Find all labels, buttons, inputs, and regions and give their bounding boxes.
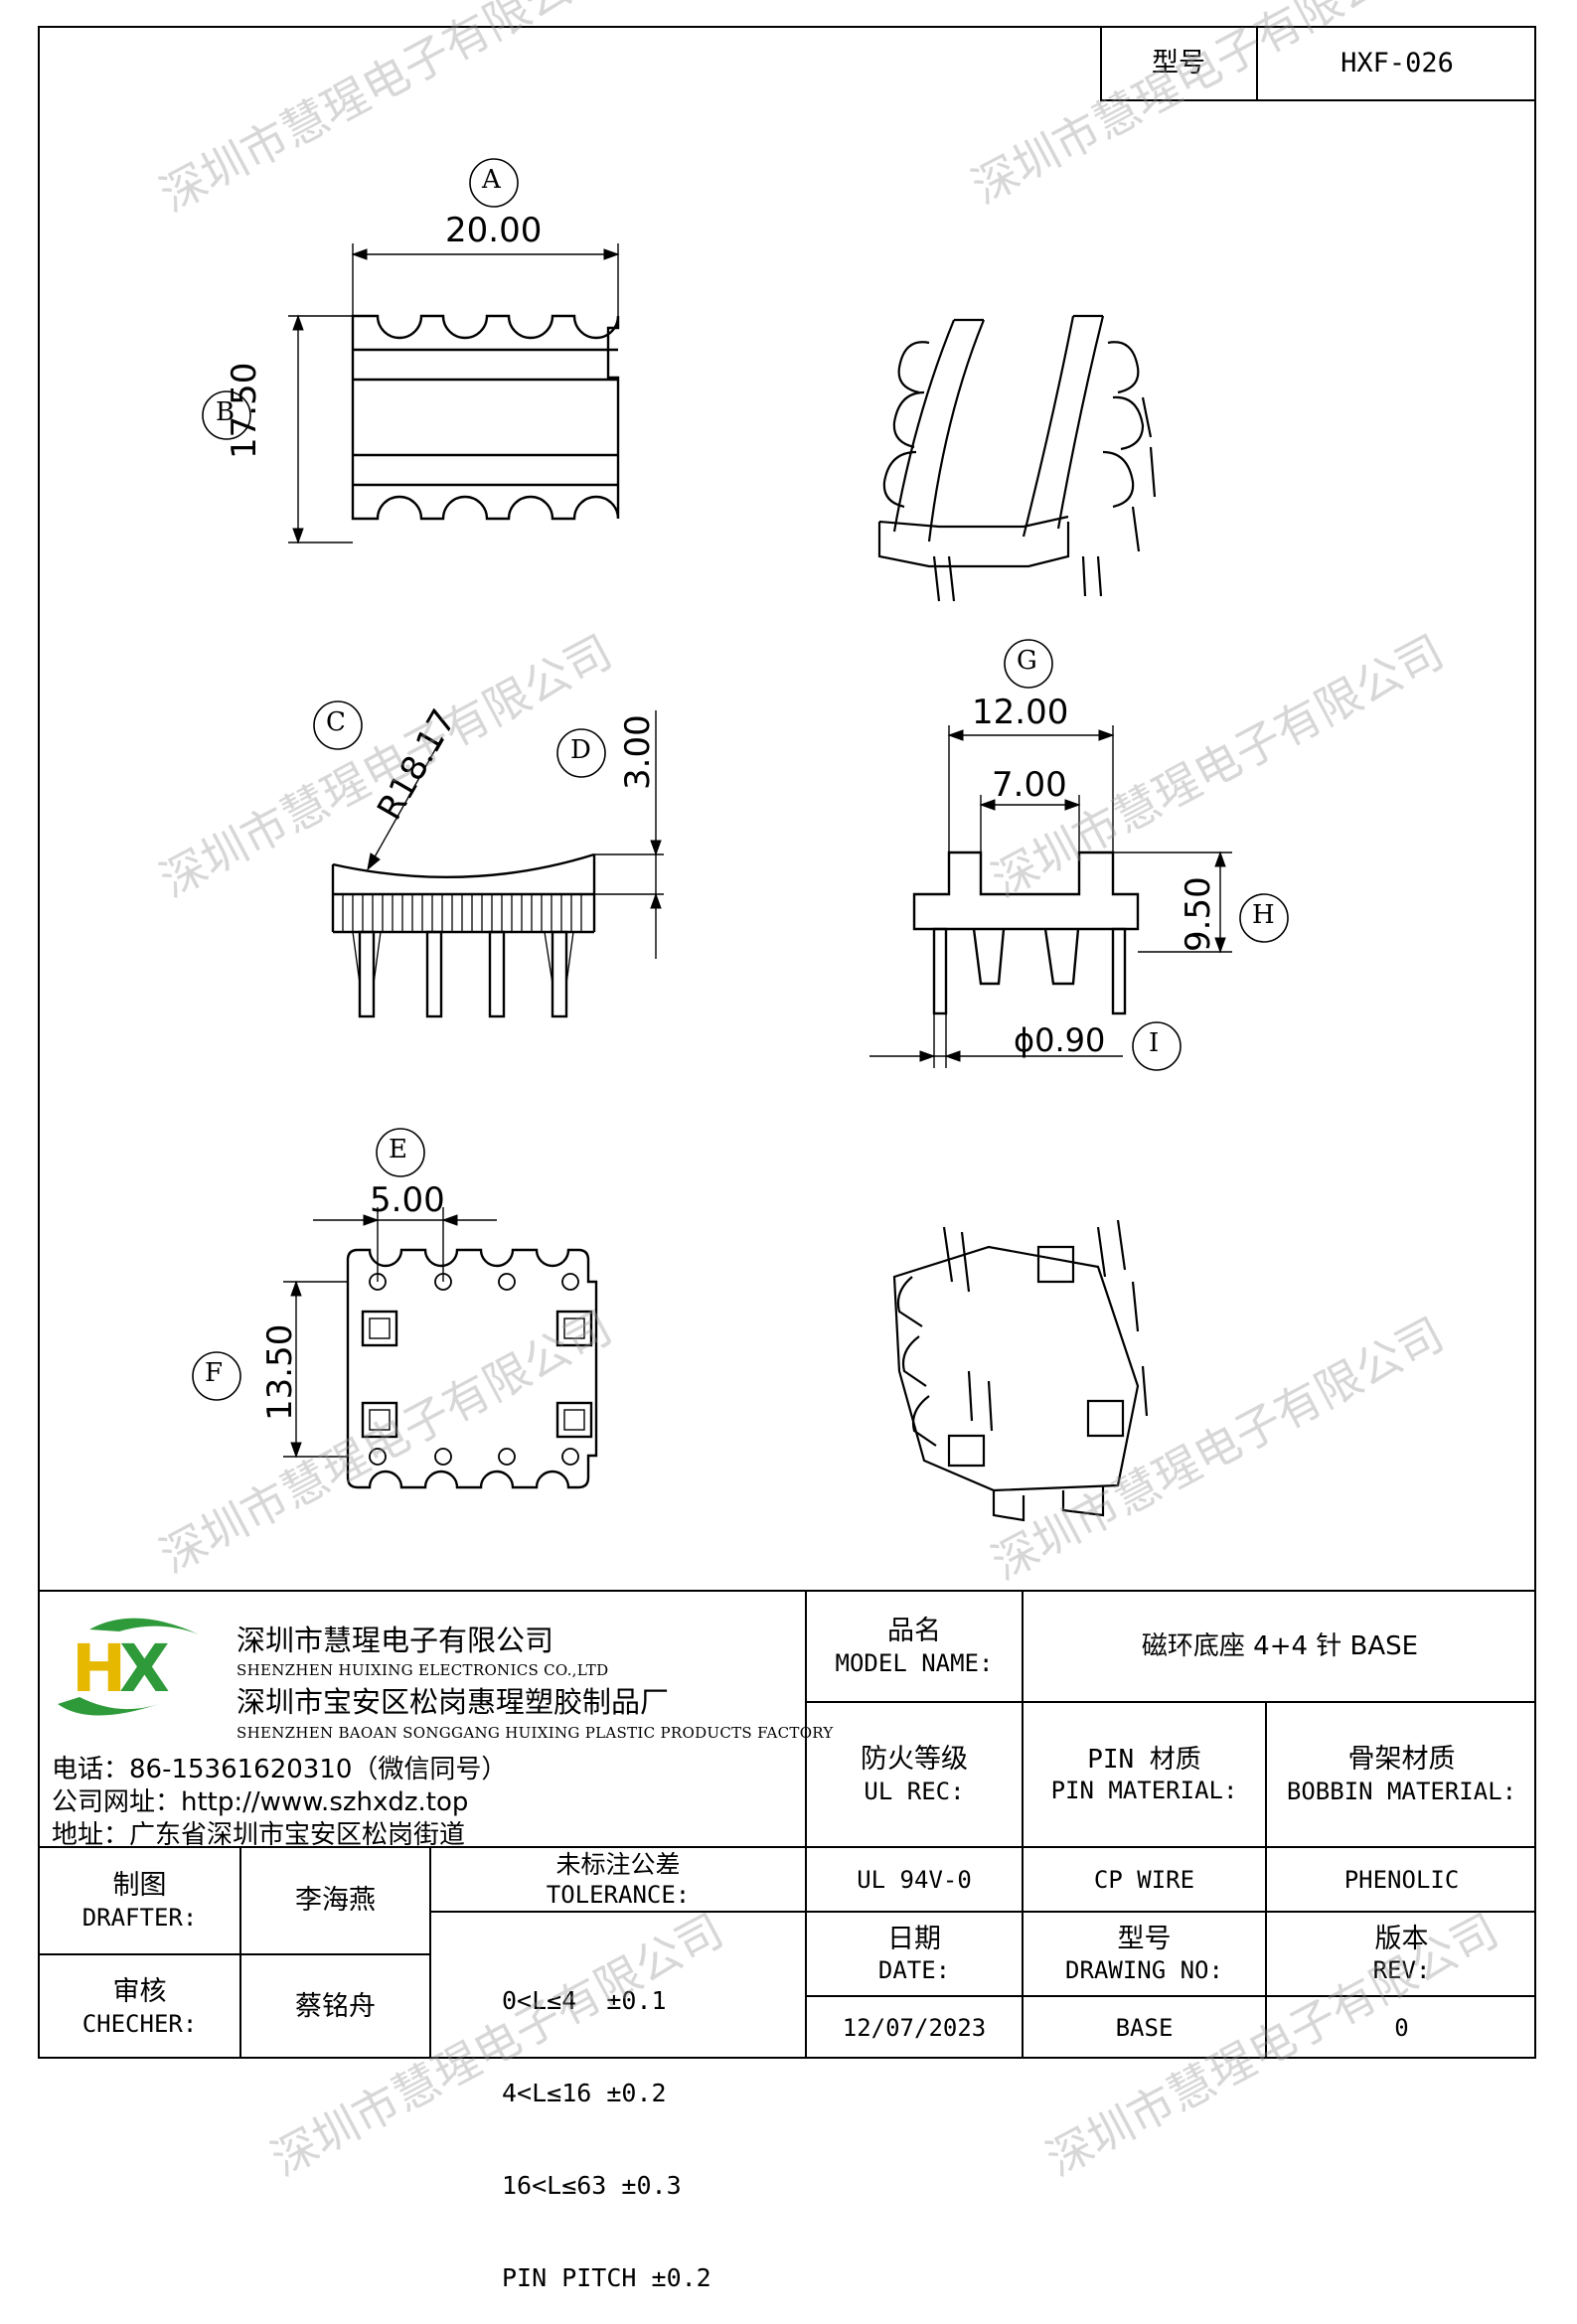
- isometric-bottom-view: [892, 1219, 1149, 1522]
- checker-label-en: CHECHER:: [81, 2009, 198, 2038]
- date-label: 日期 DATE:: [807, 1913, 1022, 1995]
- model-box-label: 型号: [1152, 48, 1205, 79]
- dim-A-letter: A: [482, 165, 501, 195]
- rev-label-en: REV:: [1372, 1956, 1431, 1985]
- drawing-no-label-cn: 型号: [1117, 1923, 1172, 1954]
- side-view: [313, 700, 664, 1018]
- dim-I-value: ϕ0.90: [1014, 1021, 1106, 1059]
- technical-drawings: [192, 158, 1289, 1522]
- tolerance-label-cn: 未标注公差: [555, 1849, 681, 1879]
- model-name-label-en: MODEL NAME:: [835, 1648, 994, 1677]
- company-name-cn: 深圳市慧瑆电子有限公司: [237, 1624, 554, 1657]
- dim-F-value: 13.50: [260, 1323, 300, 1421]
- bobbin-material-value: PHENOLIC: [1343, 1865, 1460, 1894]
- dim-G-inner-value: 7.00: [992, 765, 1067, 805]
- pin-material-value: CP WIRE: [1093, 1865, 1195, 1894]
- date-value: 12/07/2023: [842, 2014, 987, 2042]
- dim-A-value: 20.00: [445, 211, 543, 250]
- dim-D-letter: D: [570, 735, 591, 765]
- checker-name: 蔡铭舟: [295, 1991, 376, 2023]
- drafter-name: 李海燕: [295, 1885, 376, 1917]
- dim-H-value: 9.50: [1179, 876, 1218, 952]
- model-name-label: 品名 MODEL NAME:: [807, 1592, 1022, 1701]
- dim-B-letter: B: [216, 397, 236, 427]
- dim-F-letter: F: [205, 1358, 224, 1388]
- ul-rec-label-cn: 防火等级: [861, 1744, 968, 1776]
- isometric-top-view: [877, 314, 1157, 602]
- ul-rec-label: 防火等级 UL REC:: [807, 1703, 1022, 1846]
- drafter-label: 制图 DRAFTER:: [40, 1848, 239, 1953]
- company-website: 公司网址：http://www.szhxdz.top: [52, 1787, 469, 1817]
- dim-C-letter: C: [326, 707, 346, 737]
- company-phone: 电话：86-15361620310（微信同号）: [52, 1755, 508, 1784]
- logo-letter-x: X: [119, 1630, 170, 1707]
- pin-material-label-en: PIN MATERIAL:: [1050, 1777, 1238, 1805]
- date-label-en: DATE:: [877, 1956, 951, 1985]
- drawing-no-label-en: DRAWING NO:: [1065, 1956, 1223, 1985]
- rev-label-cn: 版本: [1374, 1923, 1429, 1954]
- dim-E-letter: E: [389, 1135, 407, 1164]
- date-label-cn: 日期: [887, 1923, 941, 1954]
- tolerance-label: 未标注公差 TOLERANCE:: [431, 1848, 805, 1911]
- drawing-frame: [38, 26, 1536, 2059]
- bobbin-material-label: 骨架材质 BOBBIN MATERIAL:: [1267, 1703, 1536, 1846]
- factory-name-en: SHENZHEN BAOAN SONGGANG HUIXING PLASTIC …: [237, 1724, 834, 1742]
- pin-material-label-cn: PIN 材质: [1087, 1744, 1201, 1775]
- bobbin-material-label-en: BOBBIN MATERIAL:: [1286, 1777, 1517, 1805]
- bottom-view: [192, 1128, 598, 1489]
- tolerance-item: PIN PITCH ±0.2: [502, 2263, 711, 2292]
- model-name-label-cn: 品名: [887, 1616, 941, 1647]
- drawing-no-label: 型号 DRAWING NO:: [1024, 1913, 1265, 1995]
- top-view: [202, 158, 620, 544]
- bobbin-material-label-cn: 骨架材质: [1347, 1744, 1456, 1776]
- dim-I-letter: I: [1149, 1028, 1160, 1058]
- rev-label: 版本 REV:: [1267, 1913, 1536, 1995]
- company-address: 地址：广东省深圳市宝安区松岗街道: [52, 1820, 466, 1850]
- tolerance-item: 16<L≤63 ±0.3: [502, 2171, 682, 2200]
- tolerance-item: 0<L≤4 ±0.1: [502, 1986, 667, 2015]
- model-name-value: 磁环底座 4+4 针 BASE: [1141, 1630, 1419, 1661]
- tolerance-list: 0<L≤4 ±0.1 4<L≤16 ±0.2 16<L≤63 ±0.3 PIN …: [502, 1924, 800, 2324]
- drafter-label-en: DRAFTER:: [81, 1903, 198, 1932]
- ul-rec-label-en: UL REC:: [864, 1777, 965, 1805]
- checker-label: 审核 CHECHER:: [40, 1955, 239, 2059]
- tolerance-item: 4<L≤16 ±0.2: [502, 2079, 667, 2107]
- dim-E-value: 5.00: [370, 1180, 445, 1220]
- company-logo: H X: [58, 1618, 199, 1716]
- model-box: [1100, 26, 1536, 101]
- dim-B-value: 17.50: [225, 362, 264, 459]
- dim-H-letter: H: [1252, 900, 1275, 930]
- company-name-en: SHENZHEN HUIXING ELECTRONICS CO.,LTD: [237, 1661, 609, 1679]
- rev-value: 0: [1394, 2014, 1409, 2042]
- tolerance-label-en: TOLERANCE:: [546, 1881, 691, 1910]
- model-box-value: HXF-026: [1340, 48, 1454, 79]
- dim-G-value: 12.00: [972, 693, 1069, 732]
- front-view: [869, 639, 1289, 1071]
- dim-G-letter: G: [1017, 646, 1037, 676]
- factory-name-cn: 深圳市宝安区松岗惠瑆塑胶制品厂: [237, 1685, 670, 1719]
- drafter-label-cn: 制图: [112, 1870, 167, 1902]
- pin-material-label: PIN 材质 PIN MATERIAL:: [1024, 1703, 1265, 1846]
- drawing-no-value: BASE: [1115, 2014, 1174, 2042]
- dim-D-value: 3.00: [618, 714, 658, 790]
- checker-label-cn: 审核: [112, 1976, 167, 2008]
- ul-rec-value: UL 94V-0: [857, 1865, 972, 1894]
- logo-letter-h: H: [72, 1630, 126, 1707]
